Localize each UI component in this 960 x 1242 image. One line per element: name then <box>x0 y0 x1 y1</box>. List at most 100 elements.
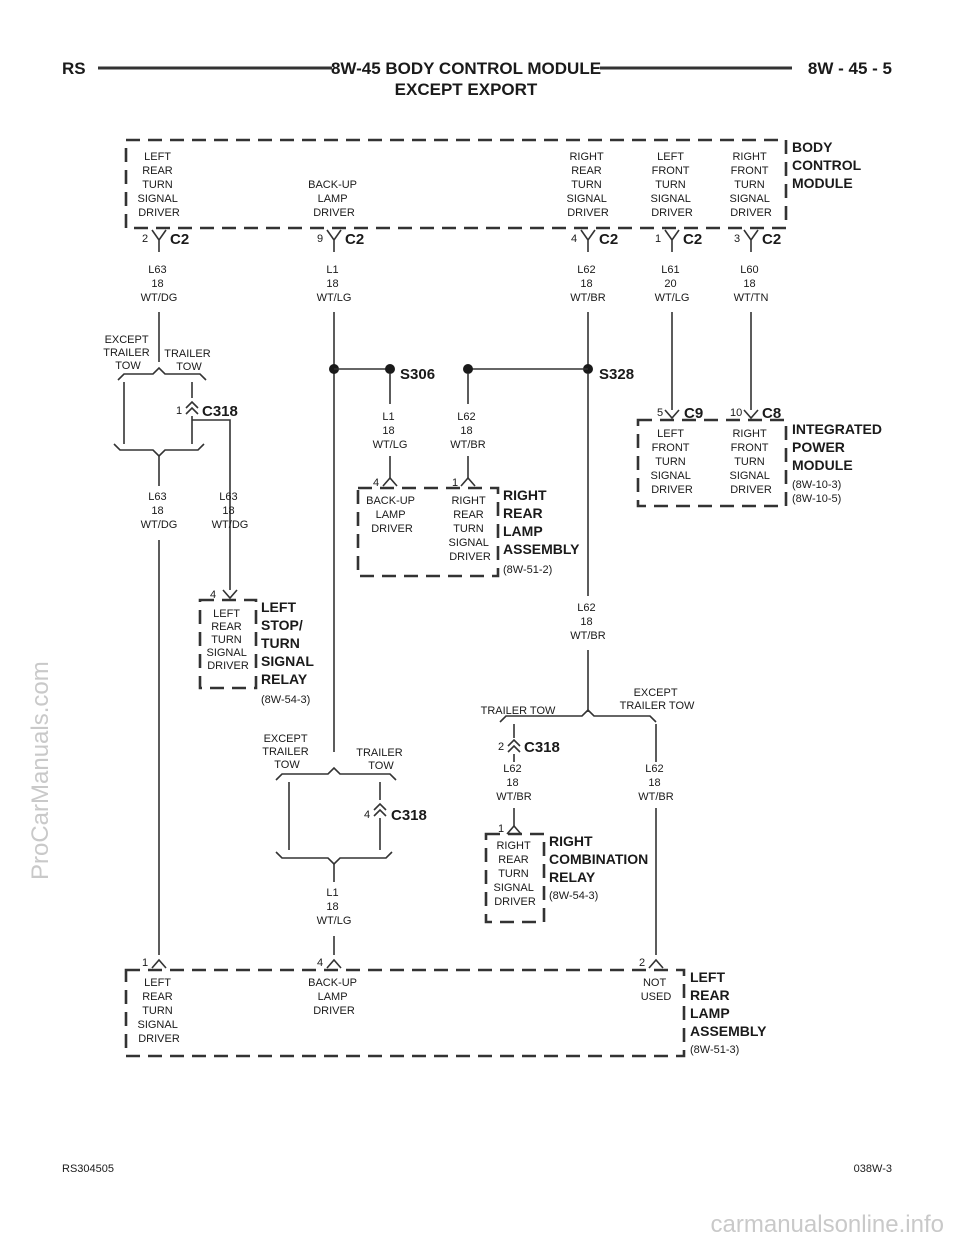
option-except-trailer-tow: EXCEPT TRAILER TOW <box>103 334 153 372</box>
pin-label: 5 <box>657 407 663 419</box>
rra-title: RIGHT REAR LAMP ASSEMBLY <box>503 487 580 557</box>
bottom-watermark: carmanualsonline.info <box>711 1211 944 1238</box>
connector-label-c2: C2 <box>599 231 618 248</box>
wire-label-l62-rcr: L62 18 WT/BR <box>496 763 531 803</box>
wire-label-l62-lra: L62 18 WT/BR <box>638 763 673 803</box>
option-except-trailer-tow-rcr: EXCEPT TRAILER TOW <box>620 687 695 712</box>
wire-label-l62: L62 18 WT/BR <box>570 264 605 304</box>
wire-label-l62-mid: L62 18 WT/BR <box>570 602 605 642</box>
pin-label: 4 <box>317 957 323 969</box>
bcm-title: BODY CONTROL MODULE <box>792 139 865 191</box>
rcr-outline <box>484 832 546 924</box>
option-except-trailer-tow-lower: EXCEPT TRAILER TOW <box>262 733 312 771</box>
rra-driver-rrts: RIGHT REAR TURN SIGNAL DRIVER <box>448 495 491 563</box>
lra-outline <box>124 968 686 1058</box>
integrated-power-module: 5 C9 10 C8 LEFT FRONT TURN SIGNAL DRIVER… <box>636 312 886 508</box>
lra-driver-lrts: LEFT REAR TURN SIGNAL DRIVER <box>137 977 180 1045</box>
pin-label: 4 <box>364 809 370 821</box>
bcm-driver-lfts: LEFT FRONT TURN SIGNAL DRIVER <box>650 151 693 219</box>
wire-label-l1: L1 18 WT/LG <box>317 264 352 304</box>
footer-right: 038W-3 <box>854 1163 892 1175</box>
pin-label: 4 <box>373 477 379 489</box>
pin-label: 1 <box>655 233 661 245</box>
header-title: 8W-45 BODY CONTROL MODULE <box>331 59 601 78</box>
wire-label-l1-s306: L1 18 WT/LG <box>373 411 408 451</box>
header-left: RS <box>62 59 86 78</box>
body-control-module: BODY CONTROL MODULE LEFT REAR TURN SIGNA… <box>124 138 865 230</box>
pin-label: 4 <box>210 589 216 601</box>
right-combination-relay: RIGHT REAR TURN SIGNAL DRIVER RIGHT COMB… <box>484 832 652 924</box>
rra-driver-backup: BACK-UP LAMP DRIVER <box>366 495 418 535</box>
pin-label: 10 <box>730 407 742 419</box>
connector-label-c318: C318 <box>391 807 427 824</box>
ipm-ref-1: (8W-10-3) <box>792 479 841 491</box>
splice-label-s328: S328 <box>599 366 634 383</box>
lstr-ref: (8W-54-3) <box>261 694 310 706</box>
rra-outline <box>356 486 500 578</box>
connector-label-c2: C2 <box>762 231 781 248</box>
lstr-driver: LEFT REAR TURN SIGNAL DRIVER <box>206 608 249 672</box>
ipm-ref-2: (8W-10-5) <box>792 493 841 505</box>
pin-label: 2 <box>142 233 148 245</box>
connector-label-c2: C2 <box>170 231 189 248</box>
lra-ref: (8W-51-3) <box>690 1044 739 1056</box>
option-trailer-tow: TRAILER TOW <box>164 348 214 373</box>
wire-label-l63-lower-right: L63 18 WT/DG <box>212 491 249 531</box>
pin-label: 1 <box>452 477 458 489</box>
option-trailer-tow-lower: TRAILER TOW <box>356 747 406 772</box>
ipm-outline <box>636 418 788 508</box>
pin-label: 3 <box>734 233 740 245</box>
rcr-title: RIGHT COMBINATION RELAY <box>549 833 652 885</box>
lra-driver-backup: BACK-UP LAMP DRIVER <box>308 977 360 1017</box>
ipm-title: INTEGRATED POWER MODULE <box>792 421 886 473</box>
bcm-driver-lrts: LEFT REAR TURN SIGNAL DRIVER <box>137 151 180 219</box>
bcm-driver-rrts: RIGHT REAR TURN SIGNAL DRIVER <box>566 151 609 219</box>
lra-not-used: NOT USED <box>641 977 672 1003</box>
l63-branch: EXCEPT TRAILER TOW TRAILER TOW 1 C318 <box>103 312 238 955</box>
pin-label: 9 <box>317 233 323 245</box>
wire-label-l1-lower: L1 18 WT/LG <box>317 887 352 927</box>
connector-label-c8: C8 <box>762 405 781 422</box>
pin-label: 1 <box>498 823 504 835</box>
left-rear-lamp-assembly: 1 4 2 LEFT REAR TURN SIGNAL DRIVER BACK-… <box>124 957 767 1058</box>
l1-backup-circuit: S306 4 EXCEPT TRAILER TOW TRAILER TOW 4 … <box>262 312 435 955</box>
l62-rrts-circuit: S328 1 TRAILER TOW EXCEPT TRAILER TOW 2 … <box>452 312 695 955</box>
rra-ref: (8W-51-2) <box>503 564 552 576</box>
lstr-title: LEFT STOP/ TURN SIGNAL RELAY <box>261 599 318 687</box>
pin-label: 1 <box>176 405 182 417</box>
connector-label-c2: C2 <box>683 231 702 248</box>
vertical-watermark: ProCarManuals.com <box>27 661 54 880</box>
wire-label-l61: L61 20 WT/LG <box>655 264 690 304</box>
lra-title: LEFT REAR LAMP ASSEMBLY <box>690 969 767 1039</box>
right-rear-lamp-assembly: BACK-UP LAMP DRIVER RIGHT REAR TURN SIGN… <box>356 486 580 578</box>
connector-label-c9: C9 <box>684 405 703 422</box>
bcm-c2-pins: 2 C2 9 C2 4 C2 1 C2 3 C2 <box>142 229 781 252</box>
bcm-outline <box>124 138 788 230</box>
connector-label-c2: C2 <box>345 231 364 248</box>
pin-label: 4 <box>571 233 577 245</box>
connector-label-c318: C318 <box>202 403 238 420</box>
footer-left: RS304505 <box>62 1163 114 1175</box>
pin-label: 1 <box>142 957 148 969</box>
ipm-driver-rfts: RIGHT FRONT TURN SIGNAL DRIVER <box>729 428 772 496</box>
header-page-number: 8W - 45 - 5 <box>808 59 892 78</box>
rcr-ref: (8W-54-3) <box>549 890 598 902</box>
wire-label-l63: L63 18 WT/DG <box>141 264 178 304</box>
wire-label-l62-s328: L62 18 WT/BR <box>450 411 485 451</box>
wire-label-l60: L60 18 WT/TN <box>734 264 769 304</box>
connector-label-c318: C318 <box>524 739 560 756</box>
lstr-outline <box>198 598 258 690</box>
option-trailer-tow-rcr: TRAILER TOW <box>481 705 556 717</box>
ipm-driver-lfts: LEFT FRONT TURN SIGNAL DRIVER <box>650 428 693 496</box>
page-header: RS 8W-45 BODY CONTROL MODULE 8W - 45 - 5… <box>62 59 892 99</box>
bcm-driver-backup: BACK-UP LAMP DRIVER <box>308 179 360 219</box>
rcr-driver: RIGHT REAR TURN SIGNAL DRIVER <box>493 840 536 908</box>
pin-label: 2 <box>639 957 645 969</box>
splice-label-s306: S306 <box>400 366 435 383</box>
left-stop-turn-signal-relay: 4 LEFT REAR TURN SIGNAL DRIVER LEFT STOP… <box>198 589 318 706</box>
header-subtitle: EXCEPT EXPORT <box>395 80 538 99</box>
wire-label-l63-lower-left: L63 18 WT/DG <box>141 491 178 531</box>
bcm-driver-rfts: RIGHT FRONT TURN SIGNAL DRIVER <box>729 151 772 219</box>
pin-label: 2 <box>498 741 504 753</box>
